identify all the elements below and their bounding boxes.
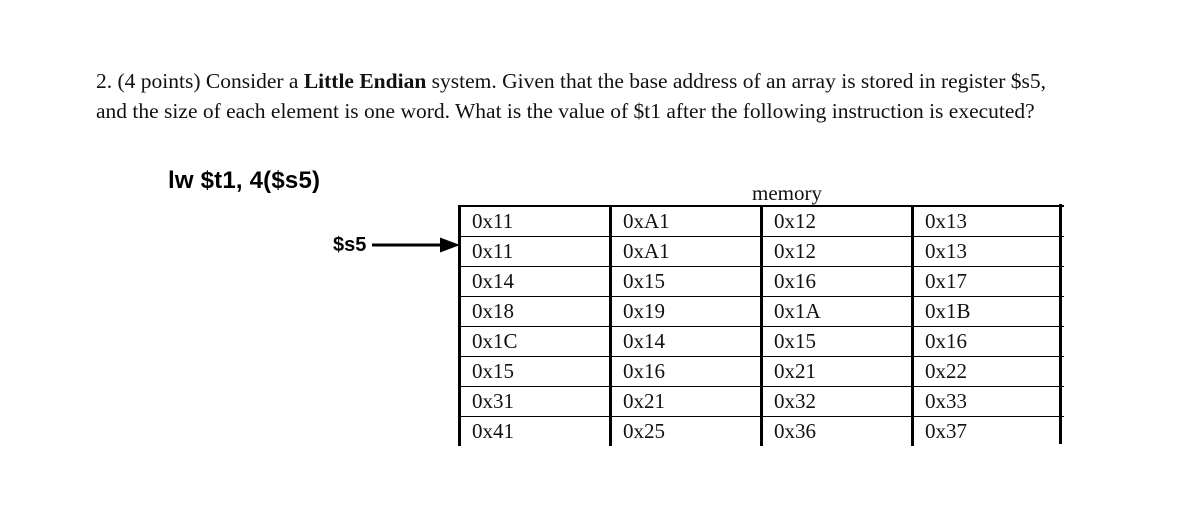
table-row: 0x15 0x16 0x21 0x22 bbox=[458, 356, 1064, 387]
memory-cell: 0x12 bbox=[760, 206, 913, 237]
memory-cell: 0x13 bbox=[911, 236, 1064, 267]
memory-cell: 0x13 bbox=[911, 206, 1064, 237]
memory-cell: 0xA1 bbox=[609, 236, 762, 267]
memory-cell: 0x21 bbox=[760, 356, 913, 387]
assembly-instruction: lw $t1, 4($s5) bbox=[168, 167, 321, 194]
table-row: 0x11 0xA1 0x12 0x13 bbox=[458, 206, 1064, 237]
memory-cell: 0x19 bbox=[609, 296, 762, 327]
table-row: 0x41 0x25 0x36 0x37 bbox=[458, 416, 1064, 446]
question-text-after-bold: system. Given that the base address of a… bbox=[96, 68, 1047, 123]
memory-cell: 0x18 bbox=[458, 296, 611, 327]
memory-cell: 0x16 bbox=[760, 266, 913, 297]
memory-cell: 0x15 bbox=[458, 356, 611, 387]
memory-table-body: 0x11 0xA1 0x12 0x13 0x11 0xA1 0x12 0x13 … bbox=[458, 206, 1064, 446]
register-pointer: $s5 bbox=[333, 234, 462, 256]
memory-cell: 0x37 bbox=[911, 416, 1064, 446]
table-row: 0x11 0xA1 0x12 0x13 bbox=[458, 236, 1064, 267]
memory-cell: 0x36 bbox=[760, 416, 913, 446]
question-paragraph: 2. (4 points) Consider a Little Endian s… bbox=[96, 66, 1056, 126]
memory-cell: 0x22 bbox=[911, 356, 1064, 387]
memory-cell: 0x17 bbox=[911, 266, 1064, 297]
memory-cell: 0x25 bbox=[609, 416, 762, 446]
question-bold-term: Little Endian bbox=[303, 68, 427, 93]
table-right-border bbox=[1059, 204, 1062, 444]
memory-cell: 0x1B bbox=[911, 296, 1064, 327]
memory-cell: 0x14 bbox=[458, 266, 611, 297]
arrow-right-icon bbox=[372, 237, 461, 253]
question-text-before-bold: 2. (4 points) Consider a bbox=[96, 68, 304, 93]
memory-cell: 0x15 bbox=[609, 266, 762, 297]
memory-caption: memory bbox=[752, 181, 822, 205]
table-row: 0x18 0x19 0x1A 0x1B bbox=[458, 296, 1064, 327]
memory-cell: 0x14 bbox=[609, 326, 762, 357]
memory-cell: 0x1C bbox=[458, 326, 611, 357]
memory-cell: 0x41 bbox=[458, 416, 611, 446]
memory-cell: 0x16 bbox=[609, 356, 762, 387]
register-label-s5: $s5 bbox=[333, 234, 367, 256]
memory-table: 0x11 0xA1 0x12 0x13 0x11 0xA1 0x12 0x13 … bbox=[458, 205, 1064, 446]
memory-cell: 0xA1 bbox=[609, 206, 762, 237]
memory-cell: 0x12 bbox=[760, 236, 913, 267]
memory-cell: 0x32 bbox=[760, 386, 913, 417]
memory-cell: 0x31 bbox=[458, 386, 611, 417]
memory-cell: 0x11 bbox=[458, 236, 611, 267]
memory-cell: 0x21 bbox=[609, 386, 762, 417]
memory-cell: 0x1A bbox=[760, 296, 913, 327]
table-row: 0x31 0x21 0x32 0x33 bbox=[458, 386, 1064, 417]
memory-cell: 0x15 bbox=[760, 326, 913, 357]
memory-cell: 0x16 bbox=[911, 326, 1064, 357]
memory-cell: 0x33 bbox=[911, 386, 1064, 417]
table-row: 0x14 0x15 0x16 0x17 bbox=[458, 266, 1064, 297]
memory-cell: 0x11 bbox=[458, 206, 611, 237]
table-row: 0x1C 0x14 0x15 0x16 bbox=[458, 326, 1064, 357]
